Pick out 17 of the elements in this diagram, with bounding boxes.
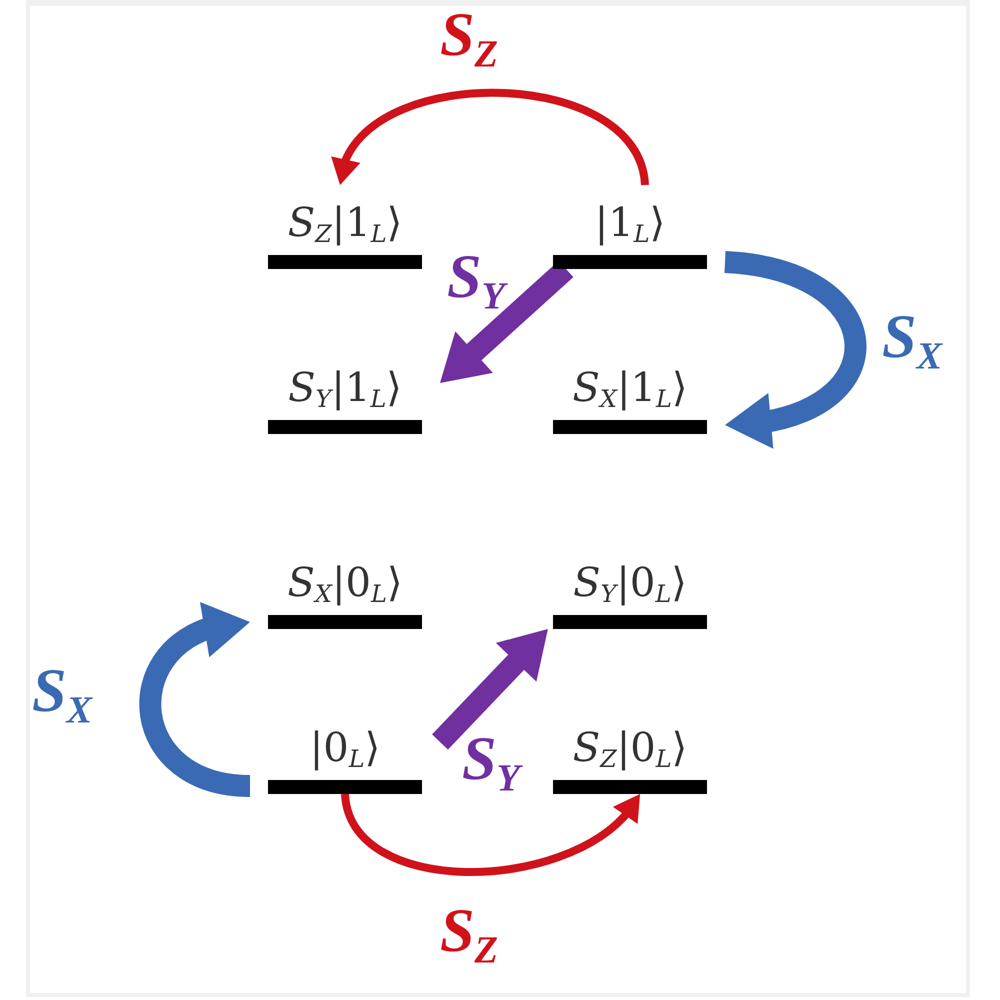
state-label: S$_{X}$|1$_{L}$⟩ [572, 368, 688, 408]
curved-arrow [724, 251, 866, 449]
edge-label: S$_{X}$ [882, 306, 942, 368]
arrow [432, 629, 548, 750]
curved-arrow [140, 602, 252, 797]
state-label: S$_{Y}$|1$_{L}$⟩ [288, 368, 402, 408]
state-label: |0$_{L}$⟩ [310, 728, 380, 768]
state-label: S$_{X}$|0$_{L}$⟩ [288, 563, 402, 603]
state-label: S$_{Z}$|0$_{L}$⟩ [572, 728, 688, 768]
state-label: S$_{Y}$|0$_{L}$⟩ [573, 563, 687, 603]
edge-label: S$_{X}$ [32, 660, 92, 722]
curved-arrow [331, 89, 649, 186]
state-label: S$_{Z}$|1$_{L}$⟩ [288, 203, 402, 243]
edge-label: S$_{Z}$ [440, 4, 498, 66]
curved-arrow [341, 793, 640, 876]
edge-label: S$_{Z}$ [440, 900, 498, 962]
state-label: |1$_{L}$⟩ [594, 203, 666, 243]
